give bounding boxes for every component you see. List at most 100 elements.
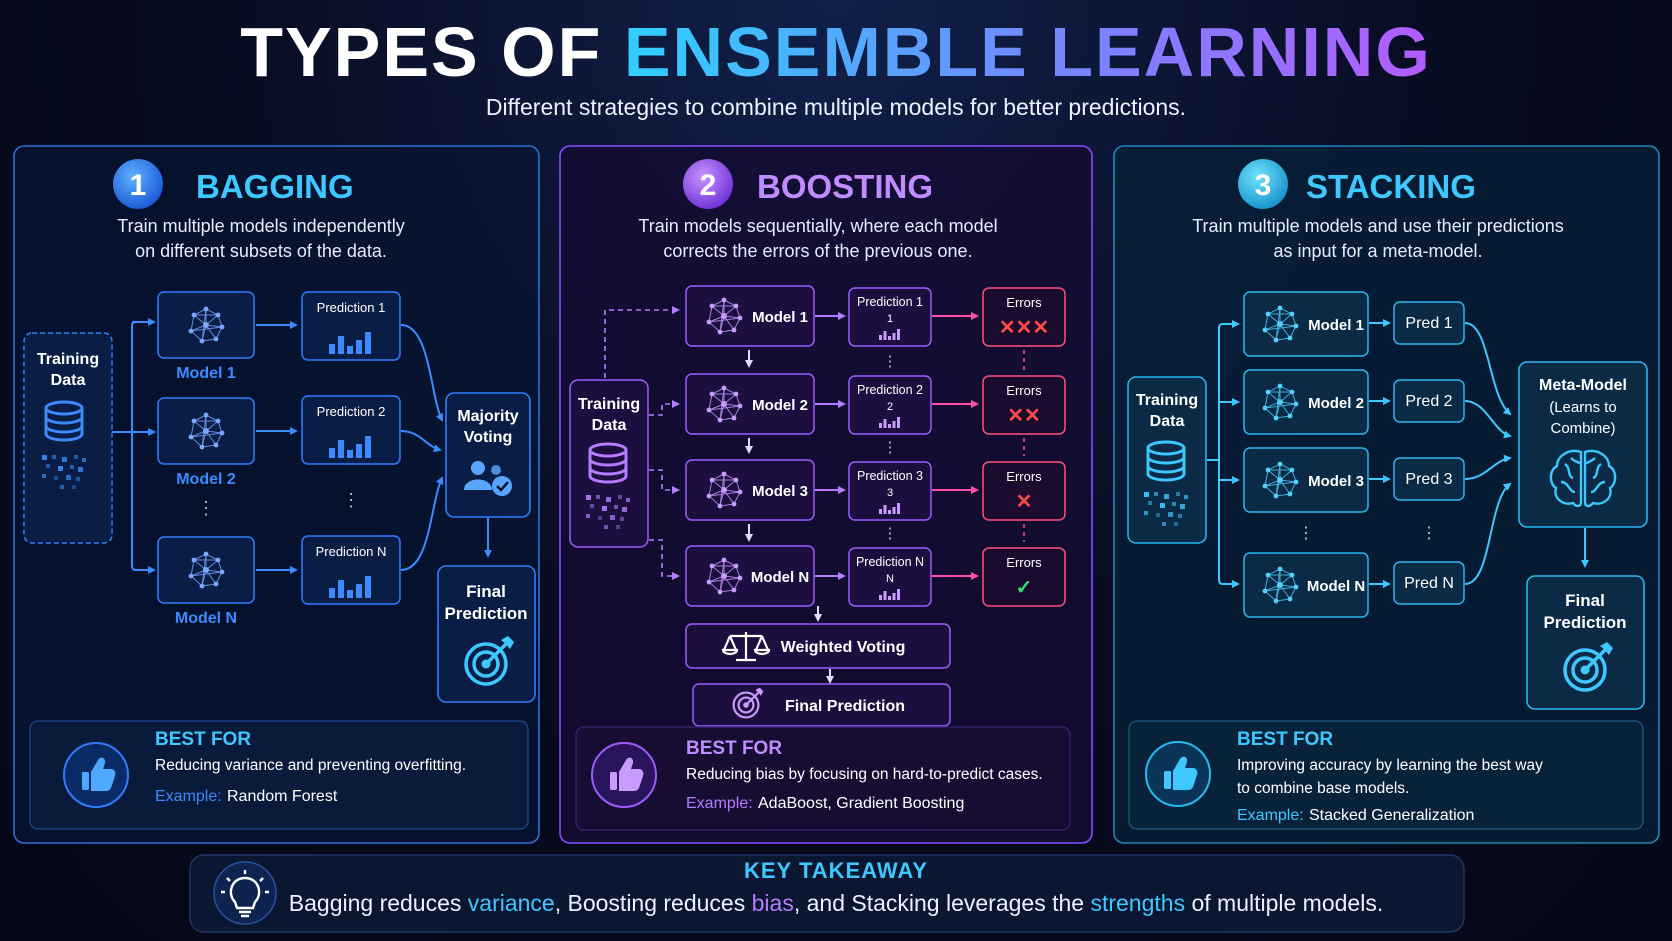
example-label: Example: [155, 788, 222, 805]
boosting-row: Model 2 Prediction 2 2 Errors ✕✕ [685, 373, 1066, 435]
meta-model-label-line-2: (Learns to [1549, 399, 1617, 416]
boosting-model-label: Model 3 [752, 483, 808, 500]
success-mark: ✓ [1016, 577, 1033, 599]
arrow [1207, 459, 1240, 484]
boosting-prediction-node [848, 287, 932, 347]
ellipsis: ⋮ [1421, 525, 1437, 542]
stacking-panel: 3 STACKING Train multiple models and use… [1113, 145, 1660, 844]
stacking-pred-node [1393, 301, 1465, 345]
training-data-label-line-2: Data [1150, 413, 1185, 430]
training-data-node [1127, 376, 1207, 544]
boosting-row: Model 1 Prediction 1 1 Errors ✕✕✕ [685, 285, 1066, 347]
boosting-number: 2 [700, 169, 717, 202]
takeaway-segment: Bagging reduces [288, 890, 468, 916]
stacking-model-label: Model 2 [1308, 395, 1364, 412]
best-for-label: BEST FOR [686, 738, 782, 759]
boosting-row: Model 3 Prediction 3 3 Errors ✕ [685, 459, 1066, 521]
bagging-prediction-node [301, 291, 401, 361]
arrow [1464, 454, 1512, 480]
weighted-voting-label: Weighted Voting [781, 639, 906, 656]
arrow [1464, 322, 1512, 416]
arrow [1218, 480, 1240, 588]
arrow [1207, 320, 1240, 461]
errors-label: Errors [1006, 555, 1042, 570]
dashed-arrow [649, 539, 680, 580]
final-prediction-label-line-1: Final [466, 582, 506, 601]
bagging-prediction-label: Prediction N [316, 544, 387, 559]
error-marks: ✕✕ [1007, 405, 1041, 427]
training-data-node [23, 332, 113, 544]
boosting-prediction-node [848, 375, 932, 435]
example-text: Random Forest [227, 788, 338, 805]
meta-model-label-line-3: Combine) [1550, 420, 1615, 437]
best-for-text: Reducing bias by focusing on hard-to-pre… [686, 766, 1043, 783]
example-label: Example: [1237, 807, 1304, 824]
stacking-model-label: Model 3 [1308, 473, 1364, 490]
training-data-label-line-2: Data [51, 372, 86, 389]
boosting-model-label: Model 2 [752, 397, 808, 414]
best-for-box [1128, 720, 1644, 830]
best-for-text: Reducing variance and preventing overfit… [155, 757, 466, 774]
bagging-model-label: Model 1 [176, 365, 236, 382]
stacking-pred-node [1393, 457, 1465, 501]
training-data-label-line-2: Data [592, 417, 627, 434]
stacking-model-label: Model 1 [1308, 317, 1364, 334]
page-title: TYPES OF ENSEMBLE LEARNING [0, 12, 1672, 92]
boosting-panel: 2 BOOSTING Train models sequentially, wh… [559, 145, 1093, 844]
training-data-label-line-1: Training [578, 396, 640, 413]
boosting-model-label: Model N [751, 569, 809, 586]
key-takeaway-box [189, 854, 1465, 933]
takeaway-keyword-variance: variance [467, 890, 555, 916]
ellipsis: ⋮ [1298, 525, 1314, 542]
boosting-prediction-id: N [886, 573, 894, 585]
boosting-prediction-id: 3 [887, 487, 893, 499]
step-badge [113, 159, 163, 209]
stacking-pred-node [1393, 379, 1465, 423]
best-for-text-line-1: Improving accuracy by learning the best … [1237, 757, 1543, 774]
final-prediction-label: Final Prediction [785, 698, 905, 715]
final-prediction-label-line-1: Final [1565, 591, 1605, 610]
error-marks: ✕✕✕ [999, 317, 1049, 339]
errors-node [982, 547, 1066, 607]
step-badge [683, 159, 733, 209]
bagging-prediction-node [301, 395, 401, 465]
example-text: Stacked Generalization [1309, 807, 1474, 824]
errors-node [982, 461, 1066, 521]
bagging-model-label: Model N [175, 610, 237, 627]
boosting-heading: BOOSTING [757, 168, 933, 205]
ellipsis: ⋮ [883, 525, 898, 542]
boosting-prediction-label: Prediction 1 [857, 295, 923, 309]
errors-node [982, 287, 1066, 347]
takeaway-segment: , and Stacking leverages the [793, 890, 1091, 916]
best-for-text-line-2: to combine base models. [1237, 780, 1409, 797]
arrow [400, 324, 444, 422]
dashed-arrow [649, 400, 680, 416]
final-prediction-label-line-2: Prediction [444, 604, 527, 623]
stacking-pred-label: Pred 3 [1405, 471, 1452, 488]
arrow [400, 430, 442, 453]
step-badge [1238, 159, 1288, 209]
best-for-box [575, 726, 1071, 831]
stacking-number: 3 [1255, 169, 1272, 202]
takeaway-keyword-bias: bias [751, 890, 794, 916]
final-prediction-label-line-2: Prediction [1543, 613, 1626, 632]
title-part-1: TYPES OF [240, 13, 603, 91]
training-data-label-line-1: Training [1136, 392, 1198, 409]
example-text: AdaBoost, Gradient Boosting [758, 795, 964, 812]
page-subtitle: Different strategies to combine multiple… [485, 94, 1187, 120]
boosting-prediction-id: 1 [887, 313, 893, 325]
dashed-arrow [649, 469, 680, 494]
bagging-prediction-label: Prediction 1 [317, 300, 386, 315]
bagging-description-line-1: Train multiple models independently [117, 216, 405, 236]
ellipsis: ⋮ [342, 490, 360, 510]
boosting-prediction-node [848, 547, 932, 607]
best-for-label: BEST FOR [1237, 729, 1333, 750]
key-takeaway-heading: KEY TAKEAWAY [744, 858, 928, 883]
meta-model-node [1518, 361, 1648, 528]
best-for-label: BEST FOR [155, 729, 251, 750]
ellipsis: ⋮ [883, 353, 898, 370]
boosting-description-line-2: corrects the errors of the previous one. [663, 241, 972, 261]
bagging-description-line-2: on different subsets of the data. [135, 241, 387, 261]
arrow [1464, 400, 1512, 439]
